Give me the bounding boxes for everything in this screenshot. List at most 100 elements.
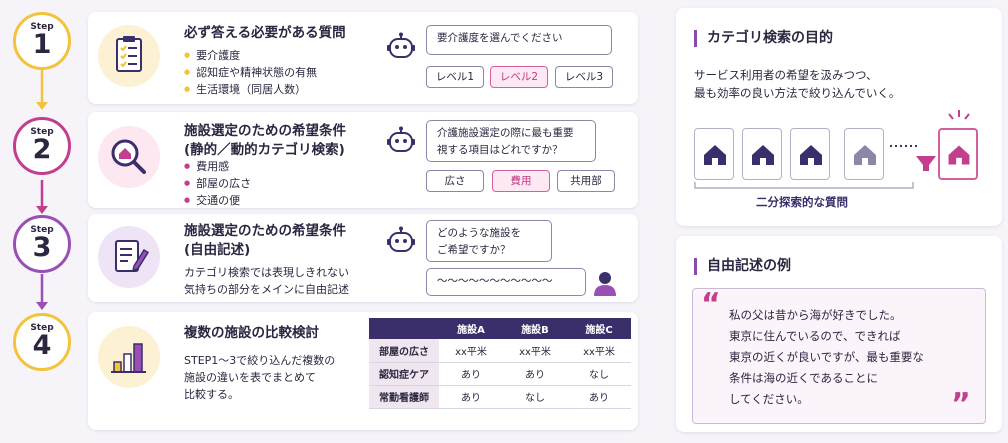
funnel-dots [890, 145, 936, 171]
house-icon [800, 145, 822, 165]
house-icon [854, 145, 876, 165]
binary-search-caption: 二分探索的な質問 [756, 195, 848, 209]
quote-line: 東京の近くが良いですが、最も重要な [729, 350, 924, 364]
open-quote-icon: “ [701, 287, 721, 322]
desc-line: 施設の違いを表でまとめて [184, 371, 316, 384]
house-icon [752, 145, 774, 165]
list-item: 認知症や精神状態の有無 [184, 64, 317, 81]
category-search-panel: カテゴリ検索の目的 サービス利用者の希望を汲みつつ、 最も効率の良い方法で絞り込… [676, 8, 1002, 226]
step-2-title: 施設選定のための希望条件 (静的／動的カテゴリ検索) [184, 122, 346, 160]
house-card [844, 128, 884, 180]
chatbot-icon [387, 126, 415, 152]
desc-line: 比較する。 [184, 388, 239, 401]
chatbot-icon [387, 32, 415, 58]
step-2-card: 施設選定のための希望条件 (静的／動的カテゴリ検索) 費用感 部屋の広さ 交通の… [88, 112, 638, 208]
bracket-line [694, 182, 914, 189]
column-header: 施設B [503, 318, 567, 339]
step-2-items: 費用感 部屋の広さ 交通の便 [184, 158, 251, 209]
step-1-title: 必ず答える必要がある質問 [184, 25, 346, 41]
desc-line: 気持ちの部分をメインに自由記述 [184, 283, 349, 296]
step-3-card: 施設選定のための希望条件 (自由記述) カテゴリ検索では表現しきれない 気持ちの… [88, 214, 638, 302]
question-bubble: 要介護度を選んでください [426, 25, 612, 55]
magnifier-house-icon [111, 139, 146, 174]
option-level-1[interactable]: レベル1 [426, 66, 484, 88]
question-line: ご希望ですか？ [437, 244, 511, 256]
desc-line: STEP1～3で絞り込んだ複数の [184, 354, 336, 367]
question-line: 介護施設選定の際に最も重要 [437, 127, 574, 139]
table-cell: xx平米 [503, 339, 567, 363]
quote-box: “ 私の父は昔から海が好きでした。 東京に住んでいるので、できれば 東京の近くが… [692, 287, 986, 424]
house-card [790, 128, 830, 180]
step-number: 4 [32, 330, 52, 361]
title-line: (自由記述) [184, 242, 251, 258]
table-cell: あり [439, 385, 503, 409]
step-label: Step [30, 22, 54, 32]
chatbot-icon [387, 226, 415, 252]
quote-line: してください。 [729, 392, 809, 406]
step-3-badge: Step 3 [13, 215, 71, 273]
option-level-2[interactable]: レベル2 [490, 66, 548, 88]
step-1-items: 要介護度 認知症や精神状態の有無 生活環境（同居人数） [184, 47, 317, 98]
table-cell: あり [439, 362, 503, 386]
free-answer-bubble[interactable]: ～～～～～～～～～～～ [426, 268, 586, 296]
step-1-card: 必ず答える必要がある質問 要介護度 認知症や精神状態の有無 生活環境（同居人数）… [88, 12, 638, 104]
row-header: 認知症ケア [369, 362, 439, 386]
free-panel-title: 自由記述の例 [694, 258, 791, 275]
comparison-table: 施設A 施設B 施設C 部屋の広さ xx平米 xx平米 xx平米 認知症ケア あ… [369, 318, 631, 409]
option-cost[interactable]: 費用 [492, 170, 550, 192]
quote-line: 私の父は昔から海が好きでした。 [729, 308, 902, 322]
user-avatar-icon [594, 272, 616, 296]
free-text-example-panel: 自由記述の例 “ 私の父は昔から海が好きでした。 東京に住んでいるので、できれば… [676, 236, 1002, 432]
close-quote-icon: ” [951, 387, 971, 422]
text-line: 最も効率の良い方法で絞り込んでいく。 [694, 86, 901, 100]
bar-chart-icon [111, 343, 146, 373]
option-level-3[interactable]: レベル3 [555, 66, 613, 88]
step-2-icon-bg [98, 126, 160, 188]
step-number: 3 [32, 232, 52, 263]
step-4-title: 複数の施設の比較検討 [184, 325, 319, 341]
text-line: サービス利用者の希望を汲みつつ、 [694, 68, 878, 82]
question-bubble: 介護施設選定の際に最も重要 視する項目はどれですか？ [426, 120, 596, 162]
step-4-card: 複数の施設の比較検討 STEP1～3で絞り込んだ複数の 施設の違いを表でまとめて… [88, 312, 638, 430]
step-label: Step [30, 127, 54, 137]
column-header: 施設A [439, 318, 503, 339]
house-card-selected [938, 128, 978, 180]
list-item: 部屋の広さ [184, 175, 251, 192]
sparkle-icon [948, 110, 970, 120]
document-pen-icon [115, 240, 150, 272]
question-bubble: どのような施設を ご希望ですか？ [426, 220, 552, 262]
house-card [694, 128, 734, 180]
list-item: 費用感 [184, 158, 251, 175]
table-row: 常勤看護師 あり なし あり [369, 385, 631, 409]
clipboard-checklist-icon [116, 36, 142, 72]
category-panel-title: カテゴリ検索の目的 [694, 30, 833, 47]
step-3-icon-bg [98, 226, 160, 288]
step-1-badge: Step 1 [13, 12, 71, 70]
step-3-description: カテゴリ検索では表現しきれない 気持ちの部分をメインに自由記述 [184, 264, 349, 298]
step-label: Step [30, 323, 54, 333]
desc-line: カテゴリ検索では表現しきれない [184, 266, 349, 279]
house-icon [948, 145, 970, 165]
list-item: 要介護度 [184, 47, 317, 64]
title-line: (静的／動的カテゴリ検索) [184, 142, 345, 158]
step-4-description: STEP1～3で絞り込んだ複数の 施設の違いを表でまとめて 比較する。 [184, 352, 335, 403]
question-line: 視する項目はどれですか？ [437, 144, 563, 156]
option-size[interactable]: 広さ [426, 170, 484, 192]
table-row: 部屋の広さ xx平米 xx平米 xx平米 [369, 339, 631, 363]
table-cell: あり [503, 362, 567, 386]
table-row: 認知症ケア あり あり なし [369, 362, 631, 386]
house-icon [704, 145, 726, 165]
column-header: 施設C [567, 318, 631, 339]
table-cell: なし [503, 385, 567, 409]
step-number: 1 [32, 29, 52, 60]
step-3-title: 施設選定のための希望条件 (自由記述) [184, 222, 346, 260]
quote-line: 条件は海の近くであることに [729, 371, 879, 385]
step-4-badge: Step 4 [13, 313, 71, 371]
row-header: 常勤看護師 [369, 385, 439, 409]
option-common-area[interactable]: 共用部 [557, 170, 615, 192]
step-label: Step [30, 225, 54, 235]
category-panel-text: サービス利用者の希望を汲みつつ、 最も効率の良い方法で絞り込んでいく。 [694, 66, 900, 102]
quote-text: 私の父は昔から海が好きでした。 東京に住んでいるので、できれば 東京の近くが良い… [729, 305, 924, 410]
table-header-row: 施設A 施設B 施設C [369, 318, 631, 339]
quote-line: 東京に住んでいるので、できれば [729, 329, 901, 343]
